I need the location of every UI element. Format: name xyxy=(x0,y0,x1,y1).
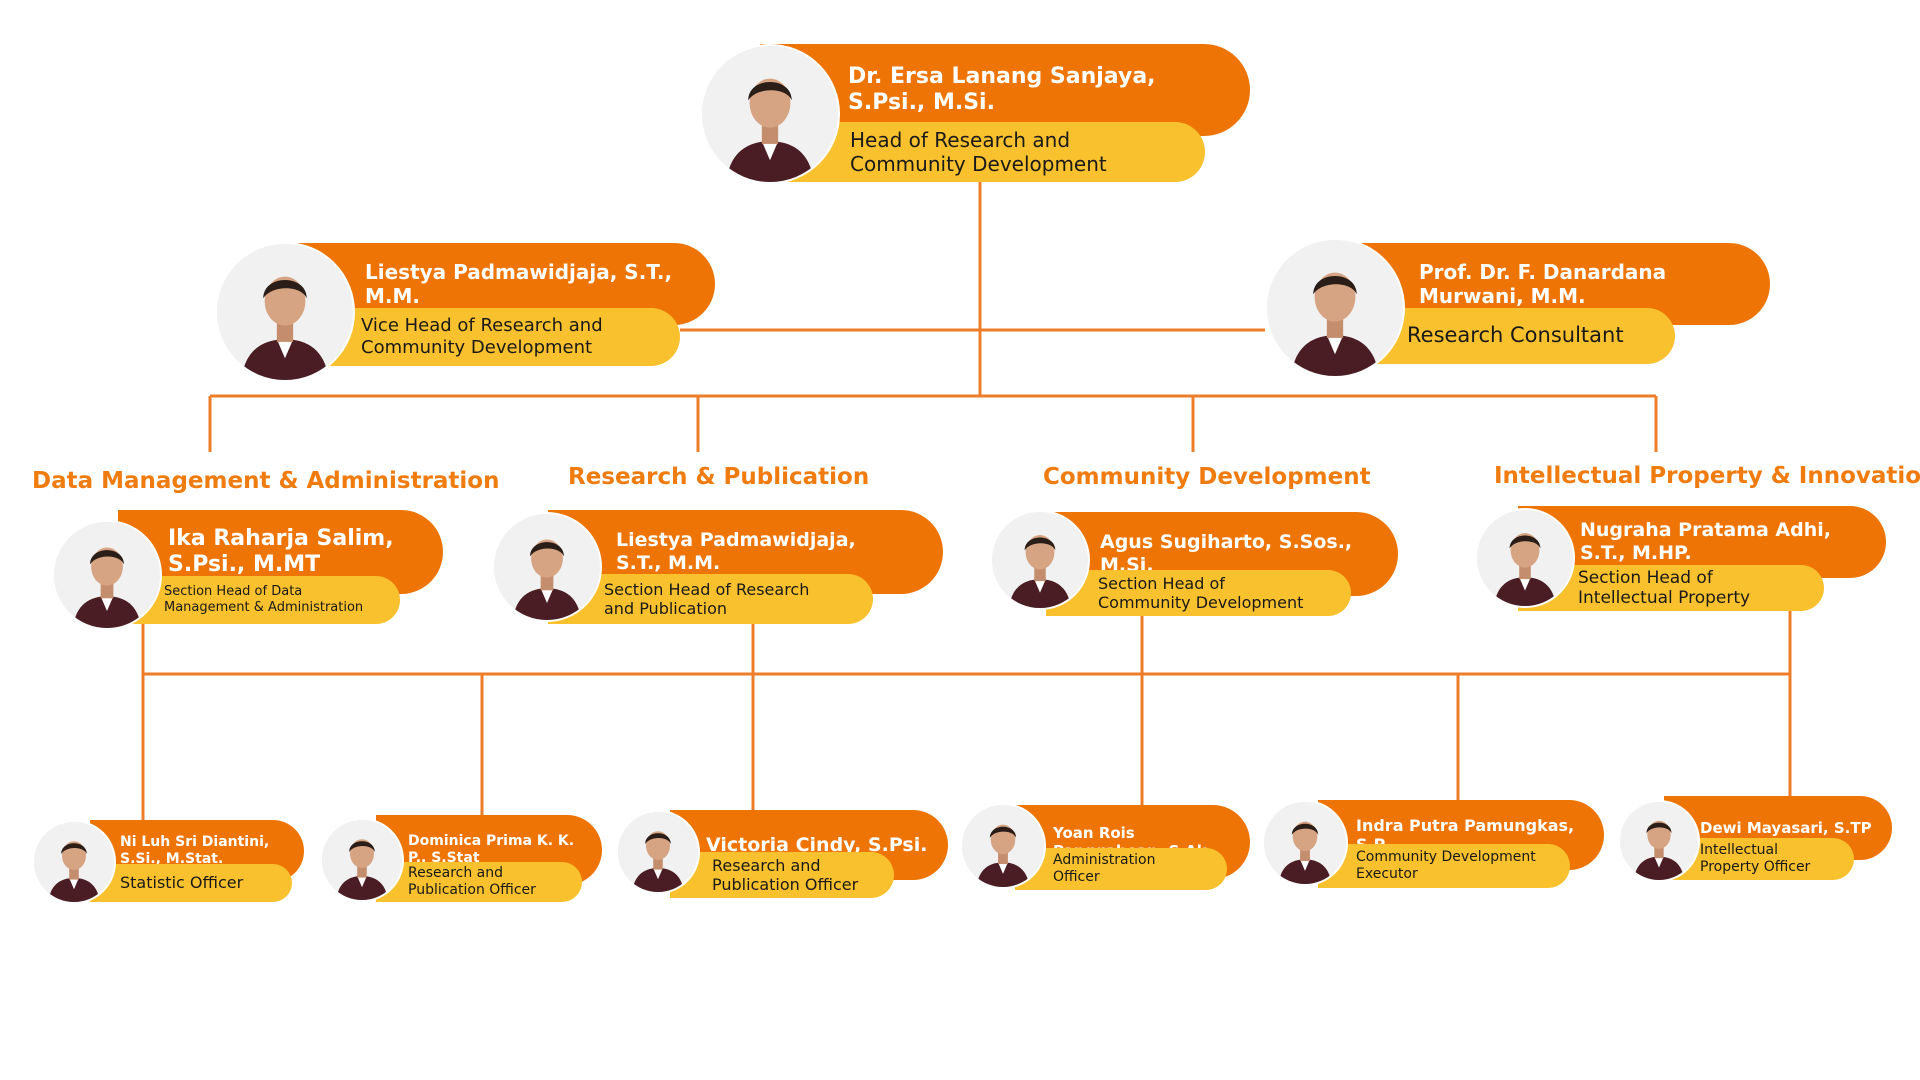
person-portrait-icon xyxy=(616,810,700,894)
person-role: Intellectual Property Officer xyxy=(1700,842,1811,875)
person-name: Ni Luh Sri Diantini, S.Si., M.Stat. xyxy=(120,834,270,867)
role-pill: Research and Publication Officer xyxy=(376,862,582,902)
heading-data-management: Data Management & Administration xyxy=(32,468,500,494)
person-role: Research and Publication Officer xyxy=(712,855,859,894)
name-pill: Prof. Dr. F. Danardana Murwani, M.M. xyxy=(1335,243,1770,325)
person-role: Head of Research and Community Developme… xyxy=(850,128,1107,176)
person-name: Liestya Padmawidjaja, S.T., M.M. xyxy=(365,260,673,308)
person-portrait-icon xyxy=(990,510,1090,610)
person-role: Statistic Officer xyxy=(120,873,244,893)
role-pill: Section Head of Community Development xyxy=(1046,570,1351,616)
person-name: Indra Putra Pamungkas, S.P. xyxy=(1356,815,1575,854)
person-portrait-icon xyxy=(960,803,1046,889)
person-portrait-icon xyxy=(492,512,602,622)
person-portrait-icon xyxy=(1618,800,1700,882)
role-pill: Head of Research and Community Developme… xyxy=(760,122,1205,182)
person-portrait-icon xyxy=(32,820,116,904)
person-portrait-icon xyxy=(1262,800,1348,886)
person-role: Section Head of Community Development xyxy=(1098,573,1304,612)
person-name: Prof. Dr. F. Danardana Murwani, M.M. xyxy=(1419,260,1667,308)
person-portrait-icon xyxy=(700,44,840,184)
role-pill: Section Head of Research and Publication xyxy=(548,574,873,624)
person-role: Vice Head of Research and Community Deve… xyxy=(361,315,603,358)
person-portrait-icon xyxy=(215,242,355,382)
person-role: Section Head of Intellectual Property xyxy=(1578,567,1751,608)
person-role: Research Consultant xyxy=(1407,323,1624,348)
heading-community-development: Community Development xyxy=(1043,464,1371,490)
person-role: Administration Officer xyxy=(1053,852,1156,885)
person-name: Agus Sugiharto, S.Sos., M.Si. xyxy=(1100,531,1353,576)
person-role: Section Head of Research and Publication xyxy=(604,579,810,618)
person-name: Nugraha Pratama Adhi, S.T., M.HP. xyxy=(1580,519,1831,564)
person-portrait-icon xyxy=(1265,238,1405,378)
role-pill: Section Head of Intellectual Property xyxy=(1518,565,1824,611)
person-name: Dewi Mayasari, S.TP xyxy=(1700,819,1872,837)
role-pill: Section Head of Data Management & Admini… xyxy=(118,576,400,624)
role-pill: Research and Publication Officer xyxy=(670,852,894,898)
role-pill: Statistic Officer xyxy=(90,864,292,902)
person-portrait-icon xyxy=(52,520,162,630)
person-role: Section Head of Data Management & Admini… xyxy=(164,584,364,615)
person-role: Research and Publication Officer xyxy=(408,865,536,898)
person-name: Victoria Cindy, S.Psi. xyxy=(706,833,928,856)
person-name: Dominica Prima K. K. P., S.Stat xyxy=(408,833,575,866)
person-name: Ika Raharja Salim, S.Psi., M.MT xyxy=(168,525,394,577)
person-name: Liestya Padmawidjaja, S.T., M.M. xyxy=(616,529,856,574)
role-pill: Administration Officer xyxy=(1015,848,1227,890)
heading-research-publication: Research & Publication xyxy=(568,464,870,490)
role-pill: Community Development Executor xyxy=(1318,844,1570,888)
person-role: Community Development Executor xyxy=(1356,849,1536,882)
person-portrait-icon xyxy=(320,818,404,902)
name-pill: Dr. Ersa Lanang Sanjaya, S.Psi., M.Si. xyxy=(760,44,1250,136)
heading-intellectual-property: Intellectual Property & Innovation xyxy=(1494,463,1920,489)
person-name: Dr. Ersa Lanang Sanjaya, S.Psi., M.Si. xyxy=(848,63,1156,115)
person-portrait-icon xyxy=(1475,508,1575,608)
